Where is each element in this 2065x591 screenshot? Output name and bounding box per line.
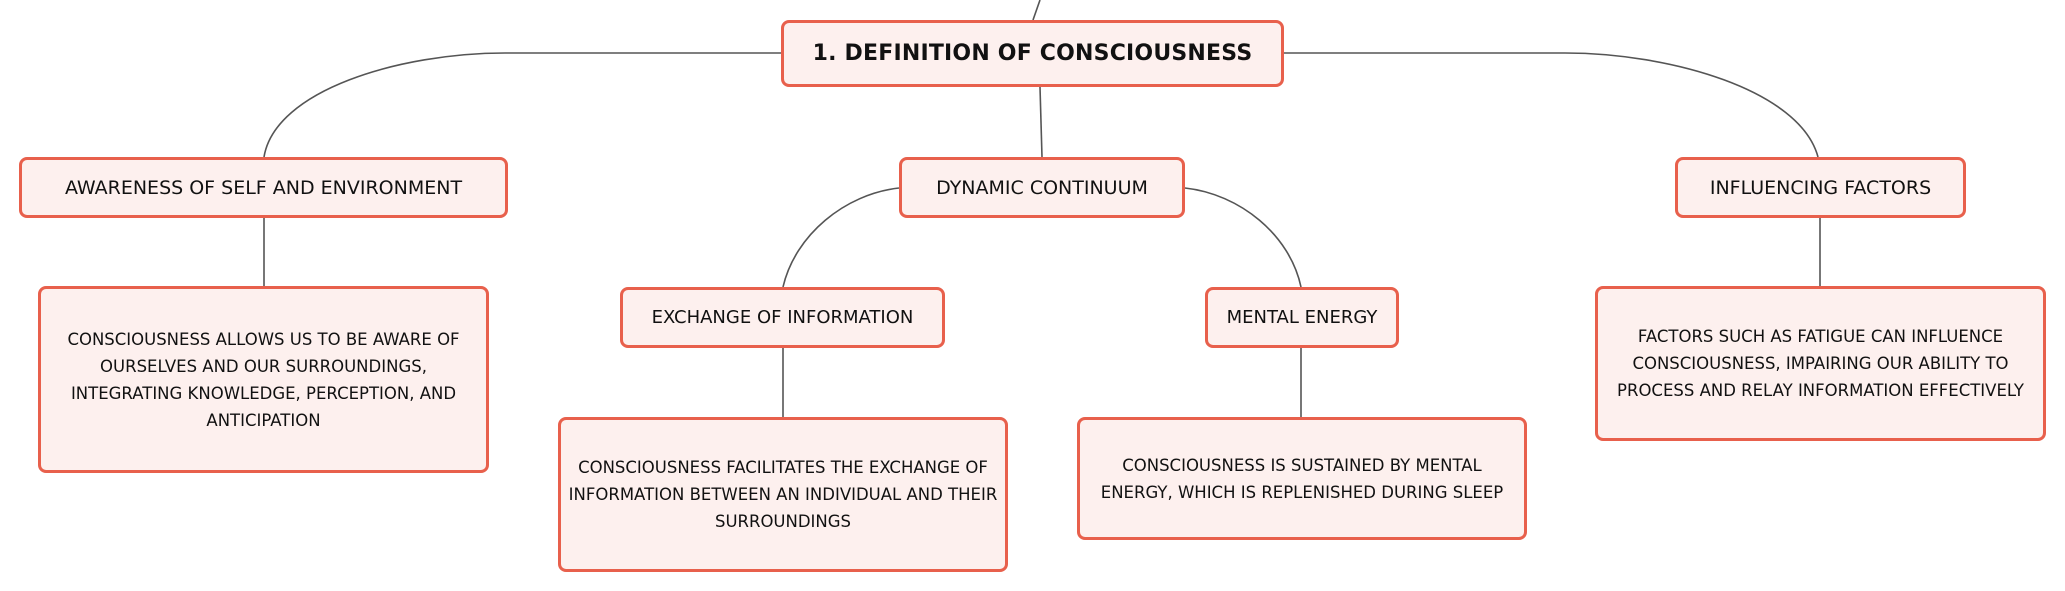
subtopic-node-exchange-label: EXCHANGE OF INFORMATION bbox=[651, 307, 914, 328]
connector-parent-to-root bbox=[1032, 0, 1041, 21]
connector-root-to-influence bbox=[1284, 52, 1819, 158]
detail-node-mental-energy-text: CONSCIOUSNESS IS SUSTAINED BY MENTAL ENE… bbox=[1100, 455, 1504, 502]
subtopic-node-mental-energy[interactable]: MENTAL ENERGY bbox=[1205, 287, 1399, 348]
connector-root-to-dynamic bbox=[1039, 86, 1043, 158]
detail-node-mental-energy[interactable]: CONSCIOUSNESS IS SUSTAINED BY MENTAL ENE… bbox=[1077, 417, 1527, 540]
topic-node-awareness[interactable]: AWARENESS OF SELF AND ENVIRONMENT bbox=[19, 157, 508, 218]
detail-node-influencing-factors-text: FACTORS SUCH AS FATIGUE CAN INFLUENCE CO… bbox=[1617, 327, 2024, 400]
connector-root-to-awareness bbox=[263, 52, 781, 158]
topic-node-dynamic-continuum-label: DYNAMIC CONTINUUM bbox=[936, 176, 1148, 199]
connector-dynamic-to-exchange bbox=[782, 187, 900, 288]
detail-node-awareness-text: CONSCIOUSNESS ALLOWS US TO BE AWARE OF O… bbox=[67, 329, 460, 430]
topic-node-influencing-factors-label: INFLUENCING FACTORS bbox=[1709, 176, 1932, 199]
subtopic-node-mental-energy-label: MENTAL ENERGY bbox=[1226, 307, 1378, 328]
subtopic-node-exchange-of-information[interactable]: EXCHANGE OF INFORMATION bbox=[620, 287, 945, 348]
detail-node-exchange[interactable]: CONSCIOUSNESS FACILITATES THE EXCHANGE O… bbox=[558, 417, 1008, 572]
detail-node-awareness[interactable]: CONSCIOUSNESS ALLOWS US TO BE AWARE OF O… bbox=[38, 286, 489, 473]
connector-dynamic-to-mental bbox=[1184, 187, 1302, 288]
topic-node-dynamic-continuum[interactable]: DYNAMIC CONTINUUM bbox=[899, 157, 1185, 218]
topic-node-influencing-factors[interactable]: INFLUENCING FACTORS bbox=[1675, 157, 1966, 218]
detail-node-influencing-factors[interactable]: FACTORS SUCH AS FATIGUE CAN INFLUENCE CO… bbox=[1595, 286, 2046, 441]
root-node[interactable]: 1. DEFINITION OF CONSCIOUSNESS bbox=[781, 20, 1284, 87]
topic-node-awareness-label: AWARENESS OF SELF AND ENVIRONMENT bbox=[64, 176, 463, 199]
detail-node-exchange-text: CONSCIOUSNESS FACILITATES THE EXCHANGE O… bbox=[568, 458, 998, 531]
root-node-label: 1. DEFINITION OF CONSCIOUSNESS bbox=[812, 41, 1253, 66]
